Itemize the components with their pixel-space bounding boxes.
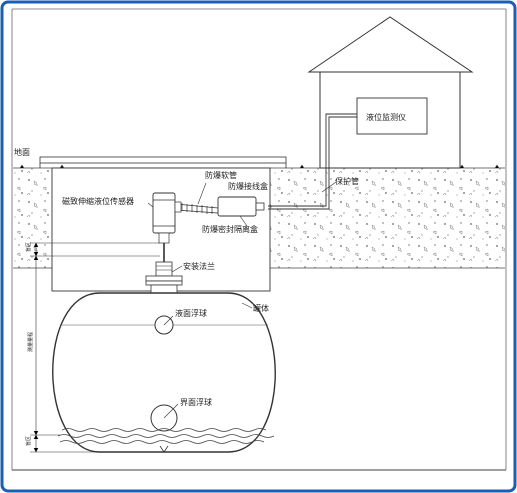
flex-hose-label: 防爆软管	[205, 170, 237, 180]
protect-pipe-label: 保护管	[335, 176, 359, 186]
junction-box-label: 防爆接线盒	[228, 181, 268, 191]
dimension-lines	[30, 242, 160, 453]
seal-box-label: 防爆密封隔离盒	[202, 224, 258, 234]
blind-zone-label-bottom: 盲区	[25, 436, 32, 446]
ground-label: 地面	[14, 147, 30, 157]
level-monitor-label: 液位监测仪	[366, 112, 406, 122]
cover-plate	[39, 156, 287, 164]
sensor-label: 磁致伸缩液位传感器	[62, 196, 134, 206]
mounting-flange	[145, 261, 183, 294]
level-monitor-box	[356, 97, 428, 135]
tank-body	[52, 292, 276, 453]
junction-box	[217, 196, 257, 217]
tank-label: 罐体	[253, 303, 269, 313]
probe-tip	[159, 445, 169, 453]
sensor-head	[152, 192, 182, 244]
control-house	[307, 16, 474, 169]
interface-float-label: 界面浮球	[180, 397, 212, 407]
flex-hose	[175, 203, 219, 214]
surface-float-label: 液面浮球	[175, 308, 207, 318]
blind-zone-label-top: 盲区	[25, 242, 32, 252]
flange-label: 安装法兰	[183, 261, 215, 271]
protective-conduit	[268, 113, 357, 207]
range-label: 测量量程	[27, 332, 34, 352]
water-layer	[57, 428, 275, 444]
